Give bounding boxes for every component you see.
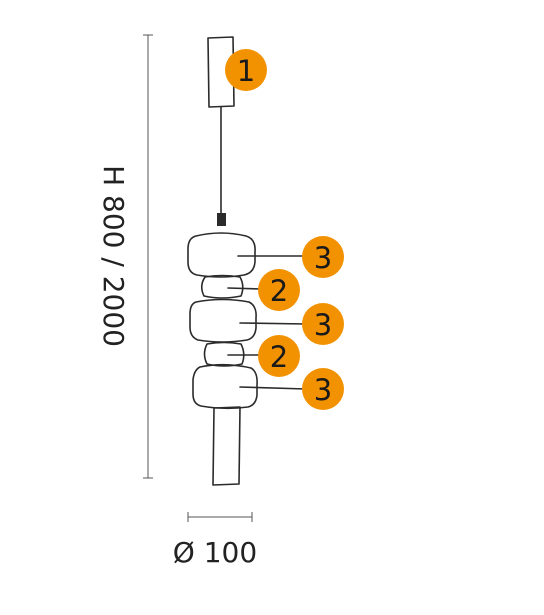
lamp-illustration xyxy=(187,36,258,486)
height-dimension: H 800 / 2000 xyxy=(97,34,153,479)
svg-text:3: 3 xyxy=(314,308,332,342)
diameter-dimension: Ø 100 xyxy=(173,512,257,569)
svg-text:3: 3 xyxy=(314,373,332,407)
svg-text:2: 2 xyxy=(270,274,288,308)
cable-clamp xyxy=(217,213,226,226)
callouts: 1 3 2 3 2 3 xyxy=(225,49,344,410)
svg-text:2: 2 xyxy=(270,340,288,374)
callout-badge-1: 1 xyxy=(225,49,267,91)
height-label: H 800 / 2000 xyxy=(97,165,130,347)
callout-badge-3-top: 3 xyxy=(302,236,344,278)
callout-badge-2-lower: 2 xyxy=(258,335,300,377)
callout-badge-2-upper: 2 xyxy=(258,269,300,311)
shade-small-upper xyxy=(200,274,244,299)
diameter-label: Ø 100 xyxy=(173,536,257,569)
shade-large-top xyxy=(187,232,256,278)
callout-badge-3-middle: 3 xyxy=(302,303,344,345)
shade-small-lower xyxy=(203,341,245,367)
svg-text:3: 3 xyxy=(314,241,332,275)
callout-badge-3-bottom: 3 xyxy=(302,368,344,410)
shade-large-bottom xyxy=(192,363,258,410)
shade-large-middle xyxy=(189,298,257,343)
svg-text:1: 1 xyxy=(237,54,255,88)
ceiling-canopy xyxy=(207,36,235,108)
bottom-tube xyxy=(212,406,241,486)
